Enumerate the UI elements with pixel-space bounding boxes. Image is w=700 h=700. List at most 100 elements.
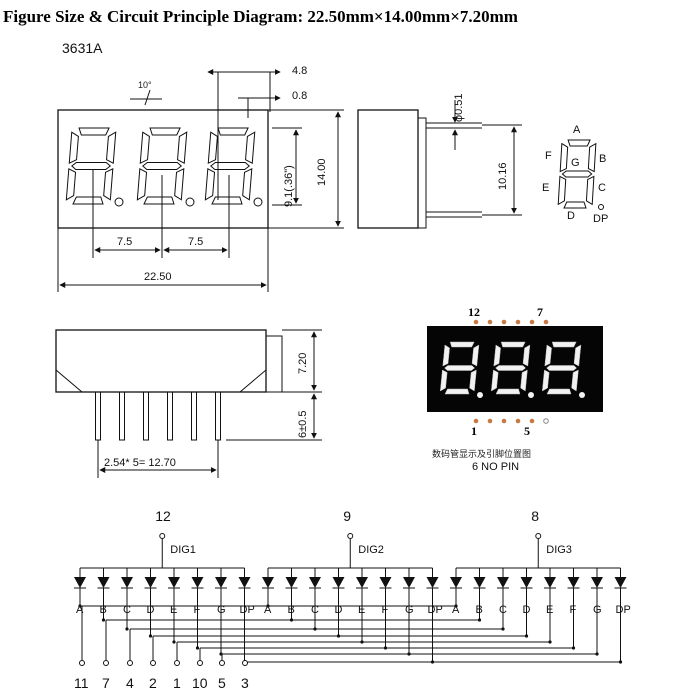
circuit-pin-label: 4	[126, 675, 134, 691]
photo-digit-1-dp	[477, 392, 483, 398]
circuit-seg-label: C	[499, 604, 507, 616]
dim-7-5-label-1: 7.5	[117, 236, 132, 248]
photo-digit-3-seg-d	[546, 388, 572, 395]
circuit-seg-label: D	[523, 604, 531, 616]
photo-digit-2-seg-g	[495, 365, 526, 371]
front-digit-1-dp	[114, 197, 124, 207]
circuit-led-diode	[379, 577, 392, 588]
segmap-seg-a	[567, 139, 591, 147]
photo-digit-3-dp	[579, 392, 585, 398]
front-digit-1-seg-g	[71, 162, 112, 170]
photo-caption-en: 6 NO PIN	[472, 461, 519, 473]
circuit-seg-label: E	[170, 604, 177, 616]
bottom-pin	[167, 391, 173, 441]
photo-digit-2-seg-a	[500, 341, 526, 348]
front-digit-1-seg-f	[68, 131, 79, 165]
dim-7-5-label-2: 7.5	[188, 236, 203, 248]
photo-digit-3-seg-c	[571, 369, 579, 392]
circuit-pin-node	[219, 660, 225, 666]
front-digit-1-seg-a	[78, 127, 110, 136]
photo-pin-bottom	[473, 418, 479, 424]
photo-pin-bottom	[529, 418, 535, 424]
figure-title: Figure Size & Circuit Principle Diagram:…	[3, 7, 518, 26]
photo-caption-cn: 数码管显示及引脚位置图	[432, 448, 531, 459]
photo-pin-top	[515, 319, 521, 325]
front-digit-3-seg-c	[242, 167, 253, 201]
bottom-view: 2.54* 5= 12.70 7.20 6±0.5	[55, 329, 322, 478]
front-digit-3-seg-a	[217, 127, 249, 136]
photo-digit-1-seg-d	[444, 388, 470, 395]
photo-pin-5-label: 5	[524, 424, 530, 438]
seg-label-f: F	[545, 150, 552, 162]
front-digit-2-seg-g	[142, 162, 183, 170]
photo-digit-3-seg-b	[573, 344, 582, 367]
front-digit-2-seg-b	[177, 131, 188, 164]
photo-pin-bottom	[515, 418, 521, 424]
circuit-seg-label: C	[123, 604, 131, 616]
dim-9-1-label: 9.1(.36")	[283, 165, 295, 207]
side-lip	[417, 117, 427, 229]
front-digit-3-seg-d	[211, 196, 243, 205]
circuit-seg-label: E	[358, 604, 365, 616]
circuit-led-diode	[567, 577, 580, 588]
photo-digit-3-seg-a	[551, 341, 577, 348]
segmap-seg-e	[557, 175, 567, 206]
side-view: φ0.51 10.16	[357, 93, 522, 229]
circuit-seg-label: G	[217, 604, 226, 616]
circuit-digit-name: DIG2	[358, 544, 384, 556]
bottom-pin	[119, 391, 125, 441]
dim-1016-label: 10.16	[497, 162, 509, 190]
bottom-side-lip	[265, 335, 283, 393]
circuit-pin-node	[197, 660, 203, 666]
circuit-led-diode	[191, 577, 204, 588]
photo-digit-3-seg-f	[544, 344, 552, 367]
photo-digit-2-seg-c	[520, 369, 528, 392]
circuit-led-diode	[426, 577, 439, 588]
circuit-junction	[125, 627, 129, 631]
photo-digit-1-seg-a	[449, 341, 475, 348]
circuit-led-diode	[285, 577, 298, 588]
circuit-junction	[195, 646, 200, 650]
photo-pin-top	[529, 319, 535, 325]
product-photo: 12 7 1 5 数码管显示及引脚位置图 6 NO PIN	[427, 305, 603, 473]
circuit-led-diode	[403, 577, 415, 588]
front-digit-3-seg-b	[245, 131, 256, 164]
circuit-seg-label: F	[382, 604, 389, 616]
circuit-digit-pin-label: 8	[531, 508, 539, 524]
photo-pin-top	[501, 319, 507, 325]
circuit-seg-label: D	[147, 604, 155, 616]
front-digit-1-seg-e	[65, 168, 77, 201]
bottom-pin	[191, 391, 197, 441]
circuit-led-diode	[497, 577, 509, 588]
front-digit-1-seg-d	[72, 196, 104, 205]
side-body-outline	[357, 109, 419, 229]
photo-pin-7-label: 7	[537, 305, 543, 319]
circuit-pin-label: 10	[192, 675, 208, 691]
circuit-led-diode	[74, 577, 86, 588]
photo-pin-12-label: 12	[468, 305, 480, 319]
circuit-seg-label: DP	[240, 604, 255, 616]
photo-digit-1-seg-c	[469, 369, 477, 392]
circuit-pin-node	[242, 660, 248, 666]
seg-dp-dot	[598, 204, 604, 210]
circuit-pin-label: 7	[102, 675, 110, 691]
circuit-seg-label: F	[194, 604, 201, 616]
circuit-junction	[172, 640, 176, 644]
photo-pin-top	[487, 319, 493, 325]
dim-14-label: 14.00	[316, 158, 328, 186]
circuit-pin-label: 3	[241, 675, 249, 691]
front-digit-2-seg-f	[139, 131, 150, 165]
circuit-led-diode	[215, 577, 227, 588]
photo-digit-3-seg-e	[542, 369, 550, 392]
front-digit-2-seg-e	[136, 168, 148, 201]
circuit-pin-label: 2	[149, 675, 157, 691]
photo-digit-1-seg-e	[440, 369, 448, 392]
circuit-led-diode	[356, 577, 368, 588]
circuit-led-diode	[544, 577, 556, 588]
front-digit-3-seg-e	[204, 168, 216, 201]
circuit-led-diode	[238, 577, 251, 588]
front-digit-3-seg-g	[210, 162, 251, 170]
front-digit-2-seg-c	[174, 167, 185, 201]
